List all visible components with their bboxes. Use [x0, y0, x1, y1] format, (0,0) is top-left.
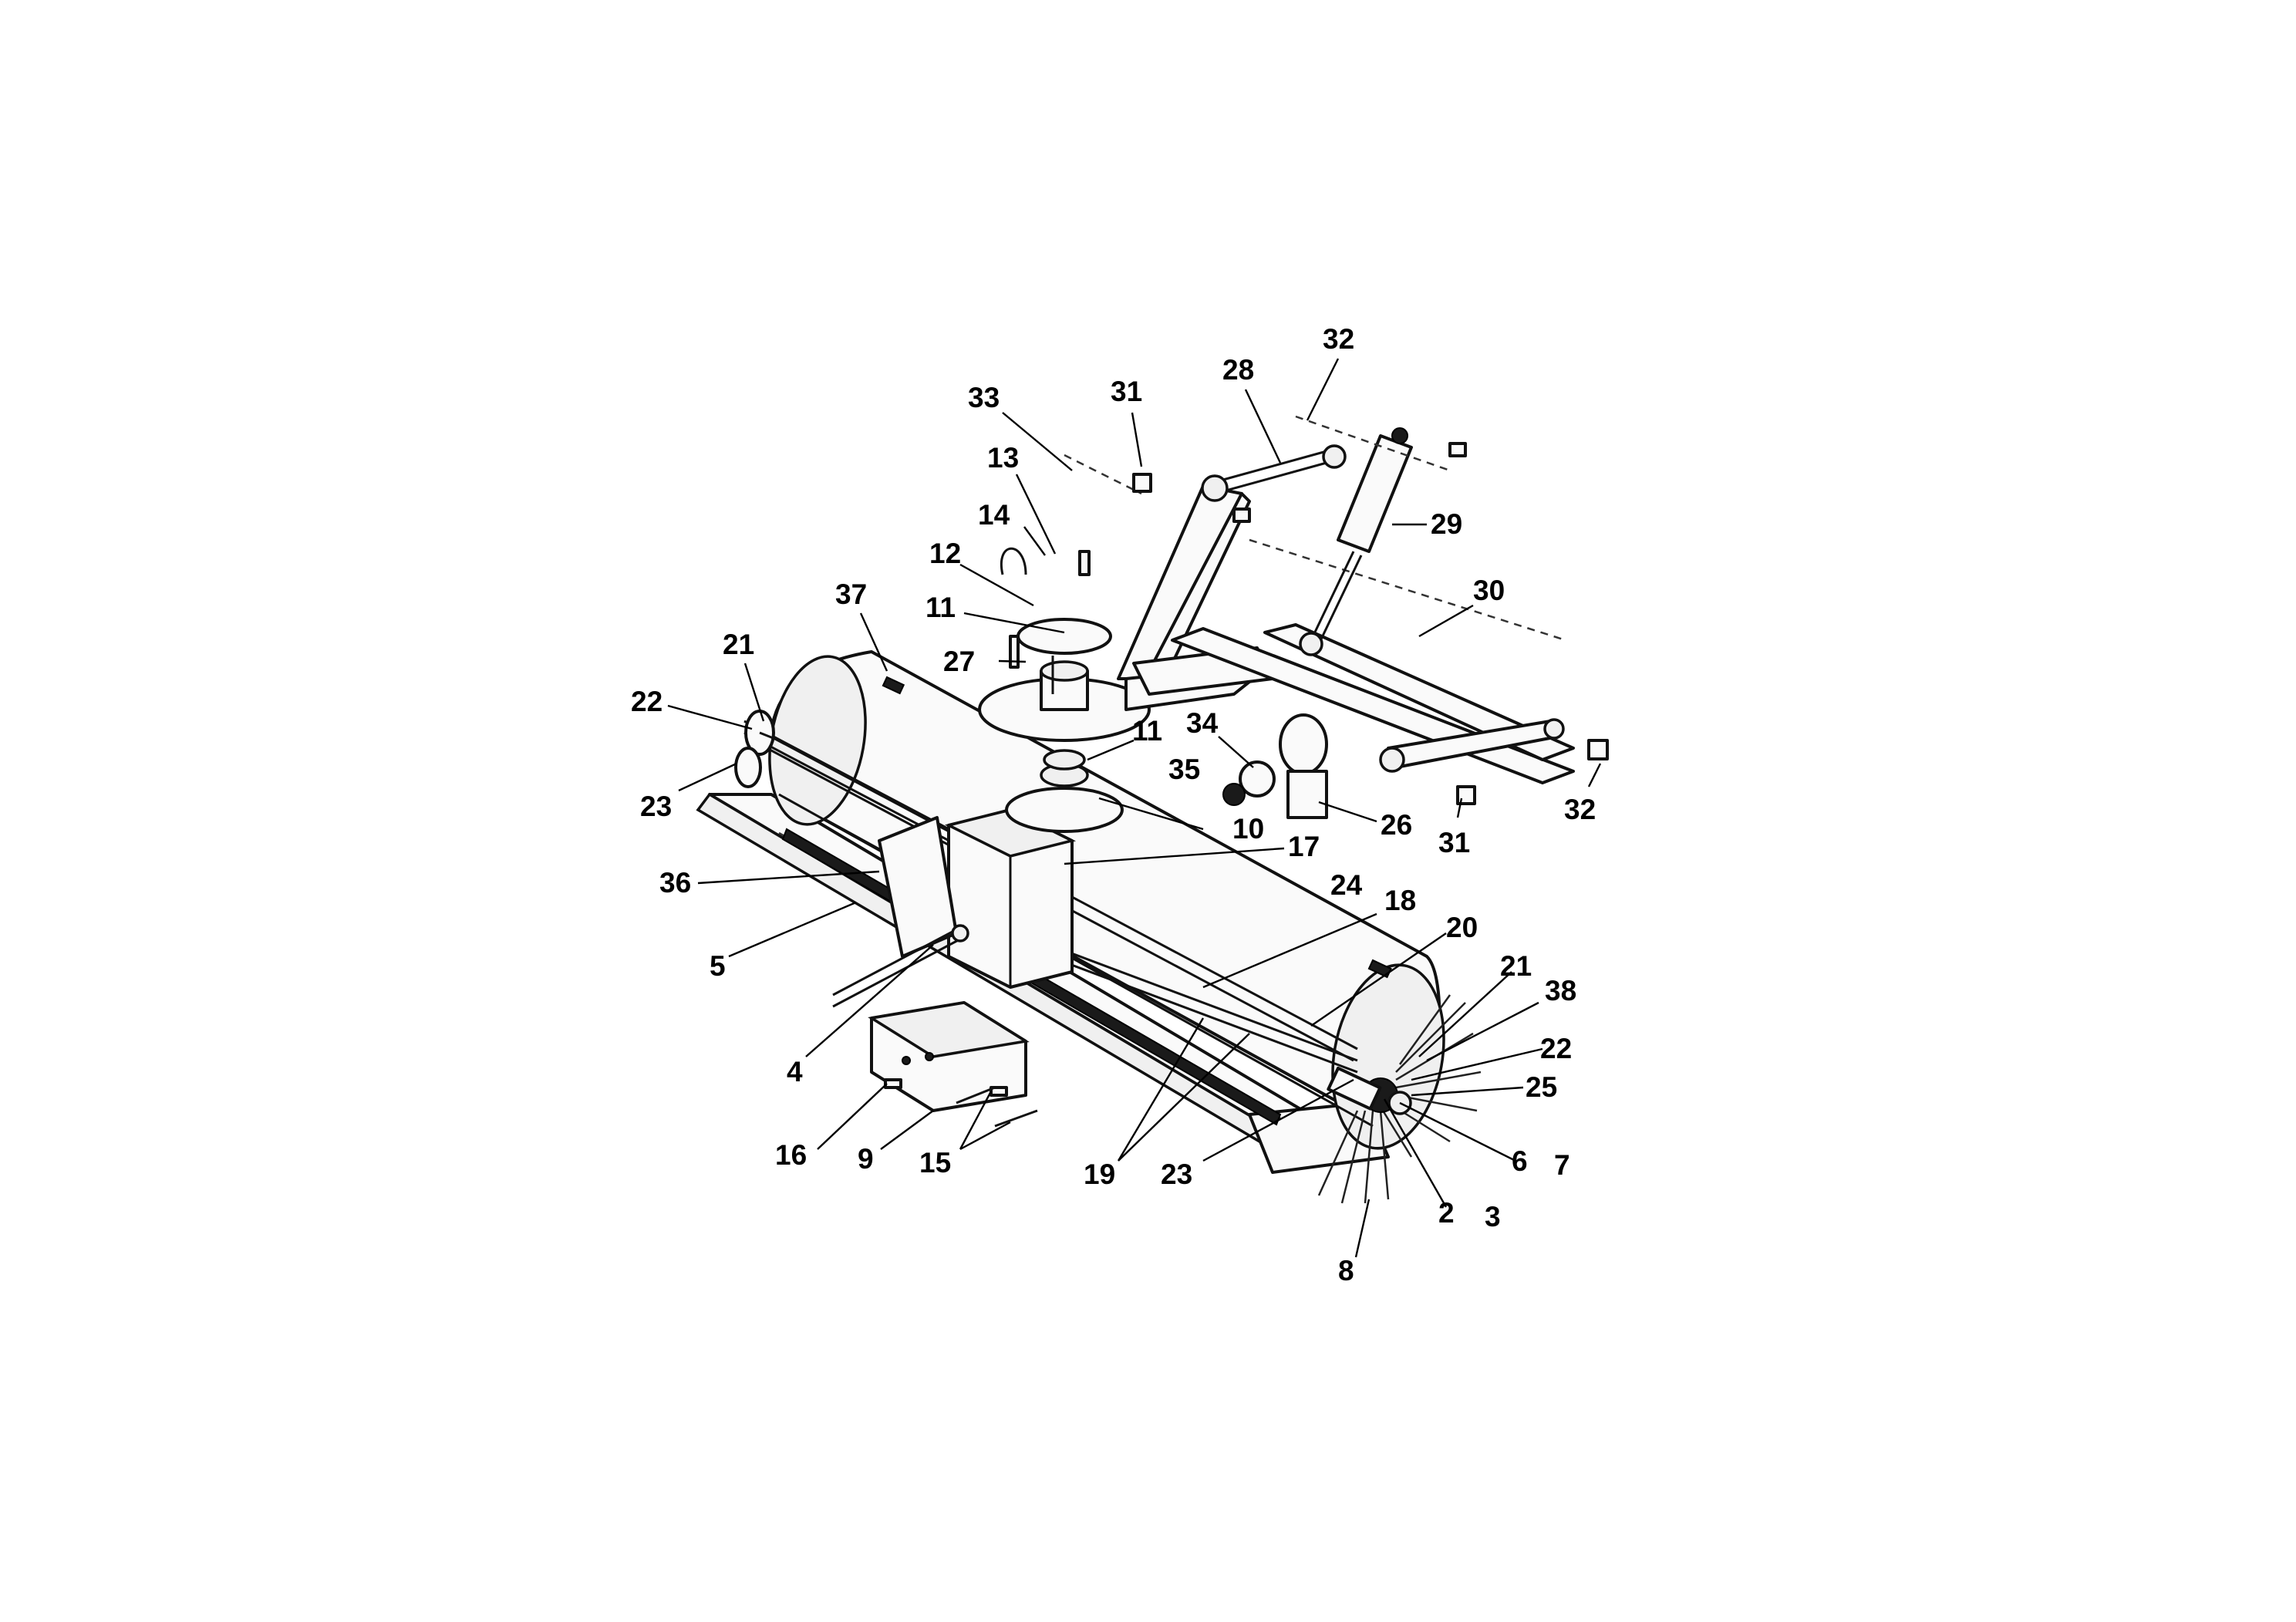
mount-bracket — [1222, 760, 1328, 819]
swivel-turntable — [978, 618, 1151, 833]
drive-motor — [1327, 1066, 1412, 1115]
callout-3: 3 — [1485, 1201, 1501, 1233]
callout-10: 10 — [1232, 813, 1264, 845]
leader-lines — [667, 358, 1602, 1258]
leader-20 — [1310, 932, 1447, 1027]
callout-6: 6 — [1512, 1145, 1528, 1177]
leader-36 — [697, 870, 880, 885]
callout-7: 7 — [1554, 1149, 1570, 1181]
leader-9 — [880, 1110, 934, 1150]
leader-15b — [959, 1121, 1011, 1151]
callout-20: 20 — [1446, 912, 1478, 943]
callout-32-right: 32 — [1564, 794, 1596, 825]
leader-28 — [1244, 389, 1282, 464]
leader-37 — [859, 612, 888, 672]
leader-21-right — [1418, 971, 1512, 1057]
leader-12 — [959, 563, 1034, 607]
callout-29: 29 — [1431, 508, 1462, 540]
leader-18 — [1202, 912, 1377, 989]
callout-2: 2 — [1438, 1197, 1455, 1229]
leader-32-top — [1306, 358, 1340, 421]
leader-33 — [1002, 412, 1073, 471]
leader-15a — [959, 1091, 993, 1150]
callout-21-right: 21 — [1500, 950, 1532, 982]
callout-36: 36 — [659, 867, 691, 899]
leader-31-right — [1456, 798, 1463, 818]
callout-4: 4 — [787, 1056, 803, 1088]
callout-27: 27 — [943, 646, 975, 677]
callout-9: 9 — [858, 1143, 874, 1175]
leader-6 — [1399, 1101, 1516, 1162]
callout-33: 33 — [968, 382, 1000, 413]
callout-16: 16 — [775, 1139, 807, 1171]
callout-18: 18 — [1384, 885, 1416, 916]
leader-14 — [1023, 526, 1046, 556]
leader-11-top — [963, 612, 1065, 634]
center-mount — [868, 808, 1077, 1112]
callout-38: 38 — [1545, 975, 1576, 1007]
leader-2 — [1383, 1098, 1448, 1208]
callout-11-top: 11 — [925, 592, 956, 623]
left-end-fittings — [734, 710, 780, 788]
callout-31-top: 31 — [1111, 376, 1142, 407]
callout-32-top: 32 — [1323, 323, 1354, 355]
callout-22-right: 22 — [1540, 1033, 1572, 1064]
leader-16 — [817, 1083, 888, 1150]
callout-34: 34 — [1186, 707, 1219, 739]
callout-14: 14 — [978, 499, 1010, 531]
callout-37: 37 — [835, 578, 867, 610]
leader-26 — [1318, 801, 1377, 823]
upright-arm — [1117, 484, 1274, 711]
leader-17 — [1064, 847, 1285, 865]
callout-12: 12 — [929, 538, 961, 569]
leader-25 — [1411, 1086, 1524, 1097]
leader-8 — [1354, 1199, 1371, 1258]
callout-5: 5 — [710, 950, 726, 982]
callout-23-right: 23 — [1161, 1158, 1192, 1190]
leader-22-left — [667, 704, 753, 730]
top-link-rod — [1201, 444, 1347, 502]
callout-22-left: 22 — [631, 686, 663, 717]
sweeper-assembly-drawing — [696, 415, 1609, 1204]
callout-13: 13 — [987, 442, 1019, 474]
leader-22-right — [1411, 1047, 1543, 1081]
leader-30 — [1418, 604, 1474, 638]
leader-13 — [1015, 474, 1057, 555]
leader-23-left — [678, 762, 737, 792]
leader-11-mid — [1087, 739, 1135, 761]
callout-31-right: 31 — [1438, 827, 1470, 858]
hydraulic-cylinder — [1299, 427, 1413, 656]
callout-24: 24 — [1330, 869, 1363, 901]
callout-15: 15 — [919, 1147, 951, 1179]
lower-link-arm — [1379, 718, 1565, 773]
adjustment-lever — [832, 816, 969, 1008]
leader-5 — [728, 901, 857, 958]
leader-10 — [1098, 797, 1204, 831]
leader-34 — [1218, 736, 1254, 768]
callout-labels: 33 31 28 32 13 29 14 12 30 37 11 21 27 2… — [631, 323, 1596, 1286]
callout-26: 26 — [1381, 809, 1412, 841]
leader-19a — [1117, 1017, 1205, 1162]
callout-19: 19 — [1084, 1158, 1115, 1190]
leader-21-left — [743, 663, 765, 722]
callout-17: 17 — [1288, 831, 1320, 862]
callout-30: 30 — [1473, 575, 1505, 606]
leader-4 — [805, 944, 934, 1057]
callout-8: 8 — [1338, 1255, 1354, 1286]
leader-27 — [998, 659, 1027, 663]
callout-23-left: 23 — [640, 791, 672, 822]
callout-25: 25 — [1526, 1071, 1557, 1103]
callout-35: 35 — [1168, 754, 1200, 785]
hardware-pins — [884, 415, 1609, 1128]
callout-21-left: 21 — [723, 629, 754, 660]
leader-38 — [1426, 1001, 1539, 1062]
leader-32-right — [1587, 763, 1602, 787]
leader-31-top — [1131, 412, 1143, 467]
leader-23-right — [1202, 1078, 1354, 1162]
callout-28: 28 — [1222, 354, 1254, 386]
leader-19b — [1118, 1033, 1250, 1162]
callout-11-mid: 11 — [1132, 715, 1162, 747]
